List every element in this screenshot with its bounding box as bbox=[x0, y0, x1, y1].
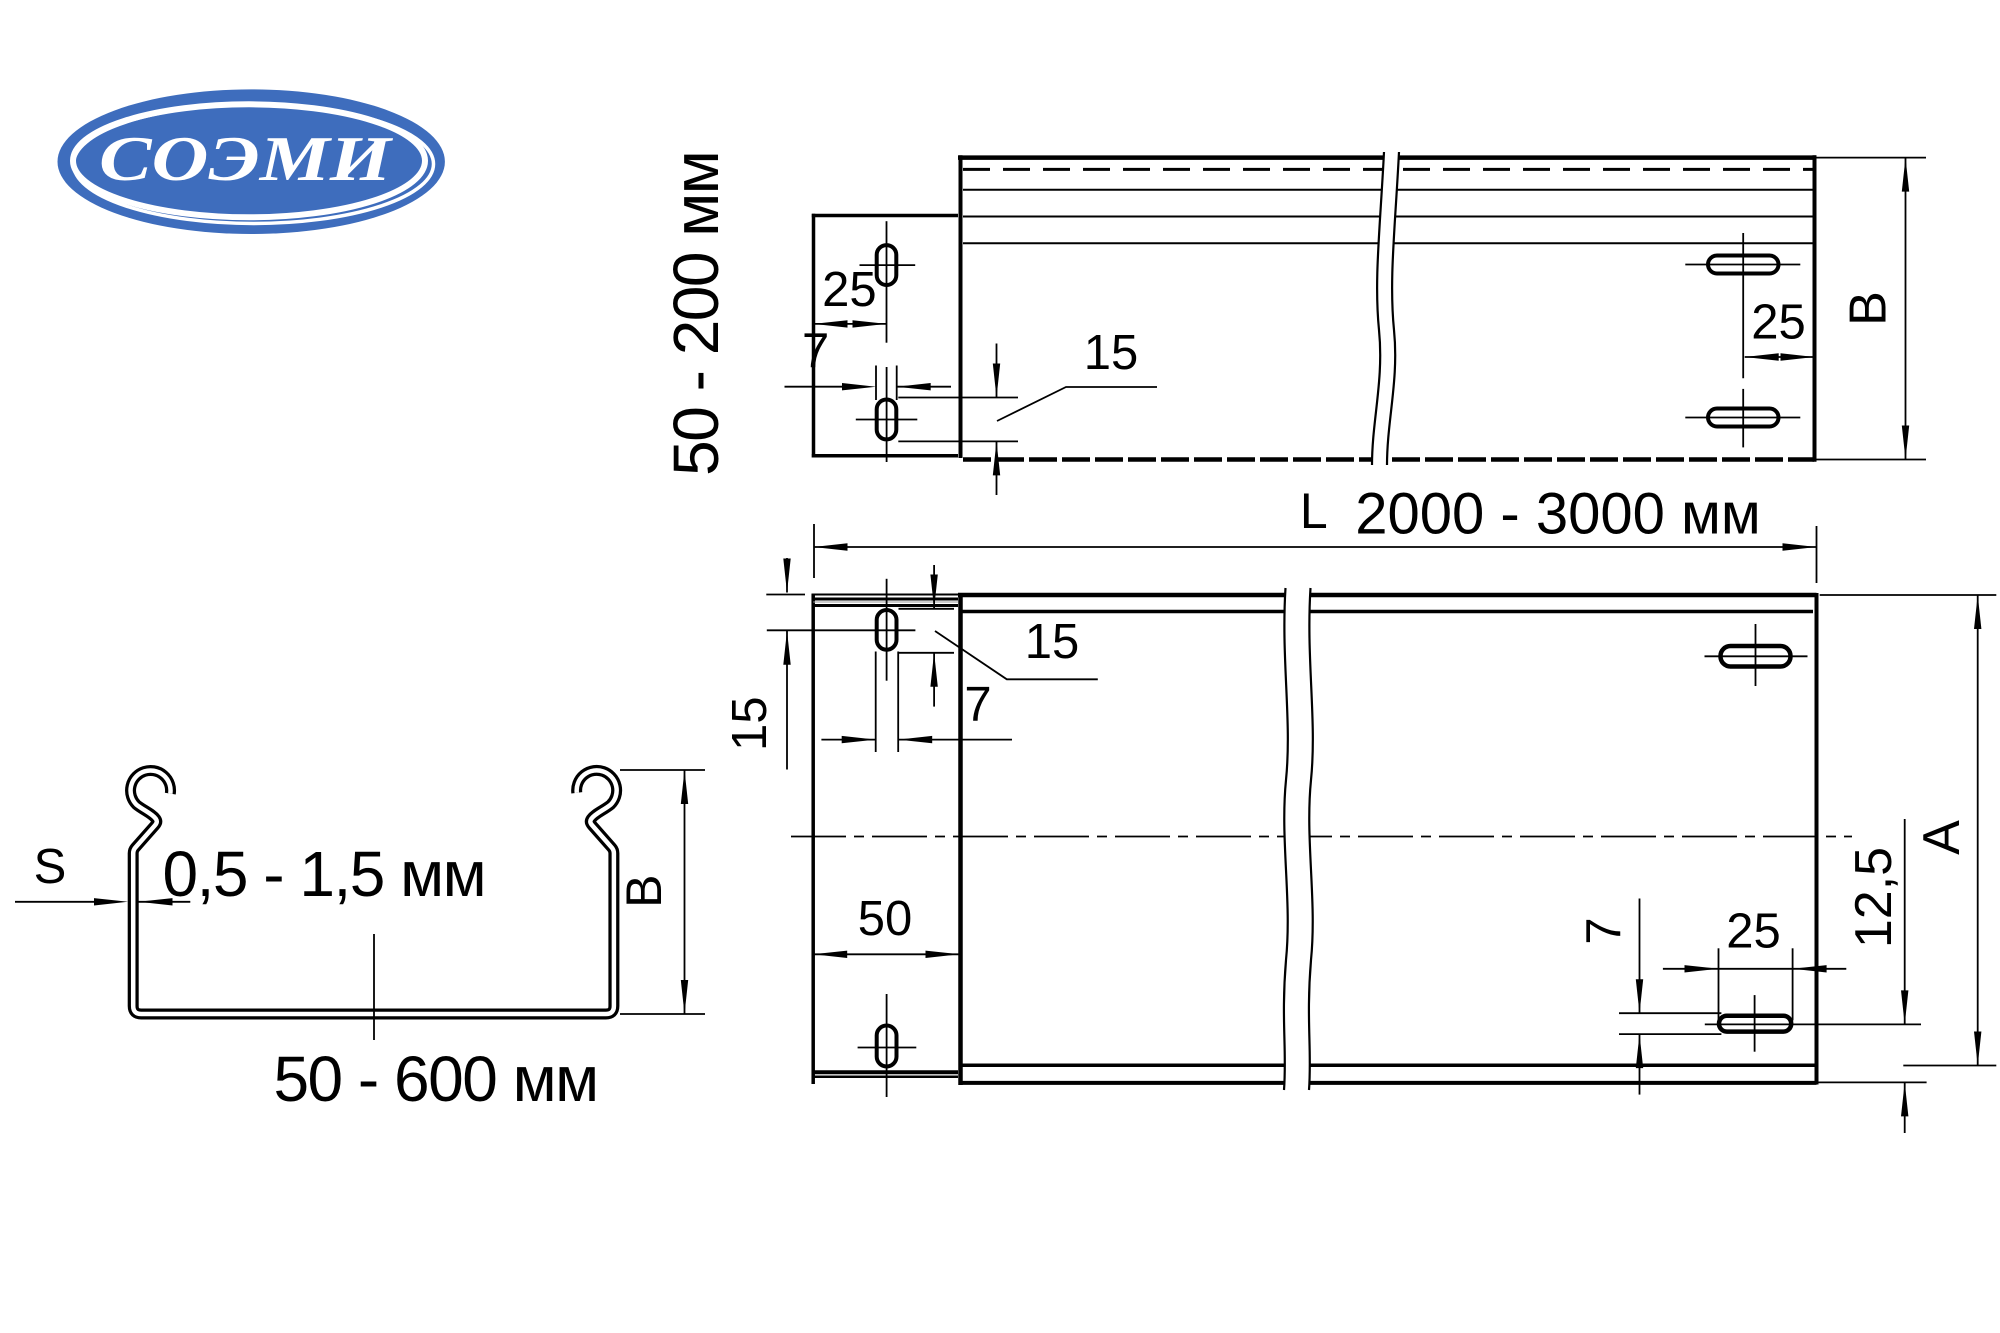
svg-text:25: 25 bbox=[1726, 905, 1781, 959]
svg-text:7: 7 bbox=[1577, 917, 1631, 944]
svg-text:S: S bbox=[34, 840, 67, 894]
svg-text:2000 - 3000 мм: 2000 - 3000 мм bbox=[1355, 481, 1760, 546]
svg-text:15: 15 bbox=[723, 697, 777, 752]
svg-text:0,5 - 1,5 мм: 0,5 - 1,5 мм bbox=[163, 838, 486, 910]
svg-text:50 - 200 мм: 50 - 200 мм bbox=[660, 152, 732, 476]
svg-text:25: 25 bbox=[1751, 296, 1806, 350]
svg-text:15: 15 bbox=[1025, 615, 1080, 669]
svg-text:12,5: 12,5 bbox=[1845, 847, 1903, 948]
svg-text:СОЭМИ: СОЭМИ bbox=[99, 123, 394, 194]
svg-text:L: L bbox=[1300, 483, 1328, 539]
svg-text:А: А bbox=[1913, 820, 1971, 855]
svg-text:В: В bbox=[616, 875, 672, 908]
svg-text:7: 7 bbox=[802, 324, 829, 378]
svg-text:50: 50 bbox=[858, 892, 913, 946]
svg-text:7: 7 bbox=[964, 678, 991, 732]
svg-text:25: 25 bbox=[822, 263, 877, 317]
svg-text:В: В bbox=[1840, 291, 1898, 326]
svg-text:15: 15 bbox=[1084, 326, 1139, 380]
svg-text:50 - 600 мм: 50 - 600 мм bbox=[273, 1043, 597, 1115]
